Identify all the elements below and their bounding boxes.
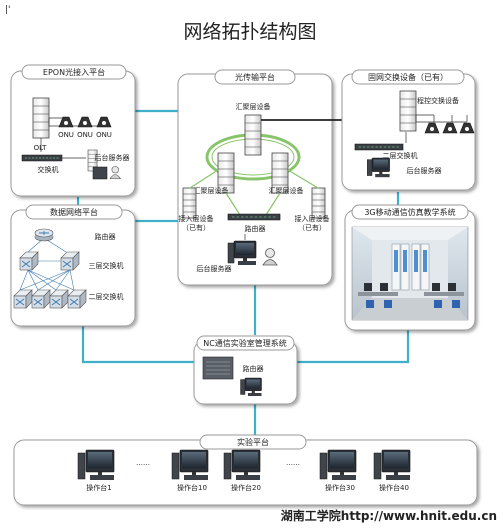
- optical-title: 光传输平台: [235, 72, 275, 82]
- workstation-pc-1: [77, 449, 115, 481]
- nc-pc-icon: [240, 377, 262, 397]
- workstation-label-1: 操作台1: [86, 483, 111, 492]
- workstation-pc-4: [319, 449, 357, 481]
- nc-title: NC通信实验室管理系统: [203, 338, 287, 348]
- mobile3g-title: 3G移动通信仿真教学系统: [364, 207, 455, 217]
- workstation-label-3: 操作台20: [231, 483, 261, 492]
- datanet-router-label: 路由器: [95, 232, 116, 241]
- fixed-server-pc: [366, 157, 391, 178]
- optical-router-label: 路由器: [245, 224, 266, 233]
- nc-management-system: NC通信实验室管理系统 路由器: [193, 335, 298, 405]
- data-network-platform: 数据网络平台 路由器 三层交换机 二层交换机: [10, 204, 136, 327]
- epon-server-icon: [92, 166, 108, 180]
- fixed-l2switch-label: 二层交换机: [383, 151, 418, 160]
- fixed-title: 固网交换设备（已有）: [368, 72, 448, 82]
- lab-dots-1: ……: [136, 459, 150, 467]
- onu-label-2: ONU: [77, 131, 93, 139]
- workstation-label-4: 操作台30: [325, 483, 355, 492]
- nc-router-device: [202, 356, 234, 380]
- epon-server-label: 后台服务器: [95, 153, 130, 162]
- olt-label: OLT: [34, 144, 47, 152]
- diagram-title: 网络拓扑结构图: [183, 21, 316, 43]
- workstation-pc-5: [373, 449, 411, 481]
- access-right-note: （已有）: [298, 223, 326, 232]
- fixed-l2switch-device: [354, 143, 404, 151]
- network-links: [76, 109, 410, 435]
- workstation-pc-2: [171, 449, 209, 481]
- pbx-label: 程控交换设备: [417, 96, 459, 105]
- epon-switch-label: 交换机: [38, 165, 59, 174]
- lab-title: 实验平台: [237, 437, 269, 447]
- corner-mark: |': [5, 5, 11, 15]
- datanet-title: 数据网络平台: [50, 207, 98, 217]
- optical-transport-platform: 光传输平台 汇聚层设备 汇聚层设备 汇聚层设备 接入层设备 （已有） 接入层设备…: [177, 69, 333, 286]
- olt-device: [32, 97, 50, 139]
- aggregation-right-label: 汇聚层设备: [269, 186, 304, 195]
- fixed-server-label: 后台服务器: [407, 166, 442, 175]
- epon-title: EPON光接入平台: [43, 67, 105, 77]
- link-3g-nc: [297, 330, 410, 364]
- lab-room-photo: [351, 226, 469, 321]
- aggregation-top-label: 汇聚层设备: [236, 102, 271, 111]
- fixed-switching-platform: 固网交换设备（已有） 程控交换设备 二层交换机 后台服务器: [341, 69, 476, 191]
- access-left-label: 接入层设备: [179, 214, 214, 223]
- onu-label-1: ONU: [58, 131, 74, 139]
- aggregation-left-label: 汇聚层设备: [194, 186, 229, 195]
- access-right-device: [311, 187, 326, 219]
- access-right-label: 接入层设备: [295, 214, 330, 223]
- datanet-l2switch-label: 二层交换机: [89, 292, 124, 301]
- link-datanet-nc: [81, 326, 194, 364]
- optical-server-pc: [227, 240, 257, 266]
- onu-label-3: ONU: [96, 131, 112, 139]
- workstation-label-5: 操作台40: [379, 483, 409, 492]
- mobile-3g-system: 3G移动通信仿真教学系统: [344, 204, 476, 331]
- nc-router-label: 路由器: [243, 364, 264, 373]
- epon-access-platform: EPON光接入平台 OLT ONU ONU ONU 交换机 后台服务器: [10, 64, 136, 197]
- epon-switch-device: [21, 154, 63, 162]
- datanet-router-icon: [34, 228, 54, 242]
- watermark-text: 湖南工学院http://www.hnit.edu.cn: [281, 508, 497, 523]
- pbx-device: [399, 90, 417, 132]
- lab-dots-2: ……: [286, 459, 300, 467]
- aggregation-top-device: [244, 114, 262, 156]
- lab-platform: 实验平台 操作台1 …… 操作台10 操作台20 …… 操作台30 操作台40: [13, 434, 478, 506]
- datanet-l3switch-label: 三层交换机: [89, 261, 124, 270]
- optical-router-device: [227, 213, 281, 221]
- workstation-pc-3: [223, 449, 261, 481]
- workstation-label-2: 操作台10: [177, 483, 207, 492]
- access-left-note: （已有）: [182, 223, 210, 232]
- access-left-device: [182, 187, 197, 219]
- optical-server-label: 后台服务器: [197, 264, 232, 273]
